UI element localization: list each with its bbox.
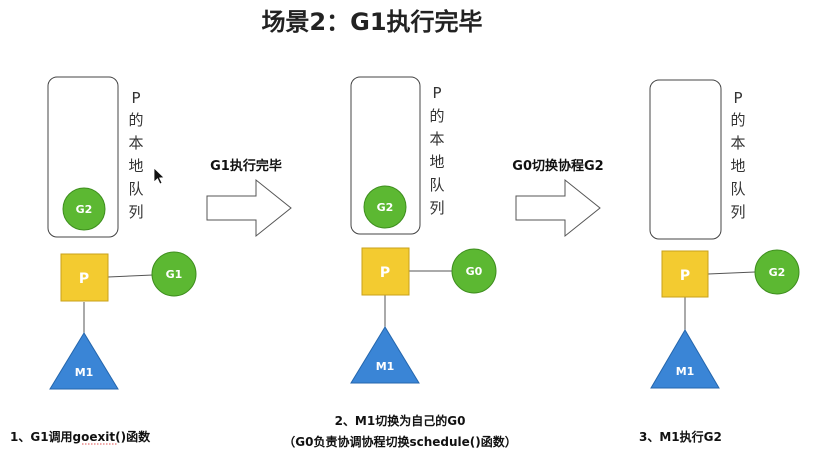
machine-label: M1 — [75, 366, 94, 379]
queue-label-char: 地 — [730, 157, 745, 175]
queue-label-char: 列 — [128, 203, 143, 221]
queue-label-char: P — [733, 89, 742, 107]
machine-triangle: M1 — [49, 332, 119, 390]
scene-caption: 2、M1切换为自己的G0 — [335, 413, 466, 428]
queued-goroutine-label: G2 — [76, 203, 93, 216]
queue-label: P 的 本 地 队 列 — [730, 89, 745, 221]
processor-label: P — [380, 265, 390, 281]
processor-box: P — [661, 250, 709, 298]
scene-caption: 1、G1调用goexit()函数 — [10, 429, 151, 444]
queue-label-char: 的 — [429, 107, 444, 125]
scene-1: P 的 本 地 队 列 G2 P G1 M1 1、G1调用goexit()函数 — [10, 76, 197, 445]
machine-label: M1 — [376, 360, 395, 373]
mouse-cursor-icon — [153, 167, 165, 185]
queue-label: P 的 本 地 队 列 — [429, 84, 444, 217]
running-goroutine-label: G0 — [466, 265, 483, 278]
page-title: 场景2：G1执行完毕 — [261, 8, 482, 36]
local-queue — [649, 79, 722, 240]
scene-caption-detail: （G0负责协调协程切换schedule()函数） — [283, 434, 517, 449]
queue-label-char: P — [432, 84, 441, 102]
queue-label-char: 地 — [429, 153, 444, 171]
link-p-to-g — [707, 271, 756, 275]
arrow-shape — [515, 178, 601, 238]
queue-label-char: 地 — [128, 157, 143, 175]
queue-label-char: P — [131, 89, 140, 107]
queue-label-char: 队 — [128, 180, 143, 198]
running-goroutine-label: G1 — [166, 268, 183, 281]
transition-arrow-2: G0切换协程G2 — [512, 158, 604, 238]
link-p-to-g — [107, 274, 154, 278]
processor-label: P — [79, 271, 89, 287]
machine-triangle: M1 — [350, 326, 420, 384]
processor-label: P — [680, 268, 690, 284]
queued-goroutine: G2 — [363, 185, 407, 229]
running-goroutine: G0 — [451, 248, 497, 294]
queue-label-char: 本 — [128, 134, 143, 152]
running-goroutine: G2 — [754, 249, 800, 295]
queue-label-char: 的 — [128, 111, 143, 129]
queue-label-char: 列 — [429, 199, 444, 217]
arrow-shape — [206, 178, 292, 238]
processor-box: P — [60, 253, 109, 302]
running-goroutine-label: G2 — [769, 266, 786, 279]
processor-box: P — [361, 247, 410, 296]
queue-label-char: 队 — [429, 176, 444, 194]
machine-triangle: M1 — [650, 329, 720, 389]
queue-label-char: 本 — [730, 134, 745, 152]
running-goroutine: G1 — [151, 251, 197, 297]
queue-label-char: 本 — [429, 130, 444, 148]
arrow-label: G1执行完毕 — [210, 158, 282, 174]
queue-label-char: 队 — [730, 180, 745, 198]
machine-label: M1 — [676, 365, 695, 378]
scene-2: P 的 本 地 队 列 G2 P G0 M1 2、M1切换为自己的G0 （G0负… — [283, 76, 517, 449]
queue-label: P 的 本 地 队 列 — [128, 89, 143, 221]
arrow-label: G0切换协程G2 — [512, 158, 603, 174]
queued-goroutine: G2 — [62, 187, 106, 231]
scene-3: P 的 本 地 队 列 P G2 M1 3、M1执行G2 — [639, 79, 800, 444]
scene-caption: 3、M1执行G2 — [639, 429, 722, 444]
queue-label-char: 列 — [730, 203, 745, 221]
queue-label-char: 的 — [730, 111, 745, 129]
transition-arrow-1: G1执行完毕 — [206, 158, 292, 238]
queued-goroutine-label: G2 — [377, 201, 394, 214]
